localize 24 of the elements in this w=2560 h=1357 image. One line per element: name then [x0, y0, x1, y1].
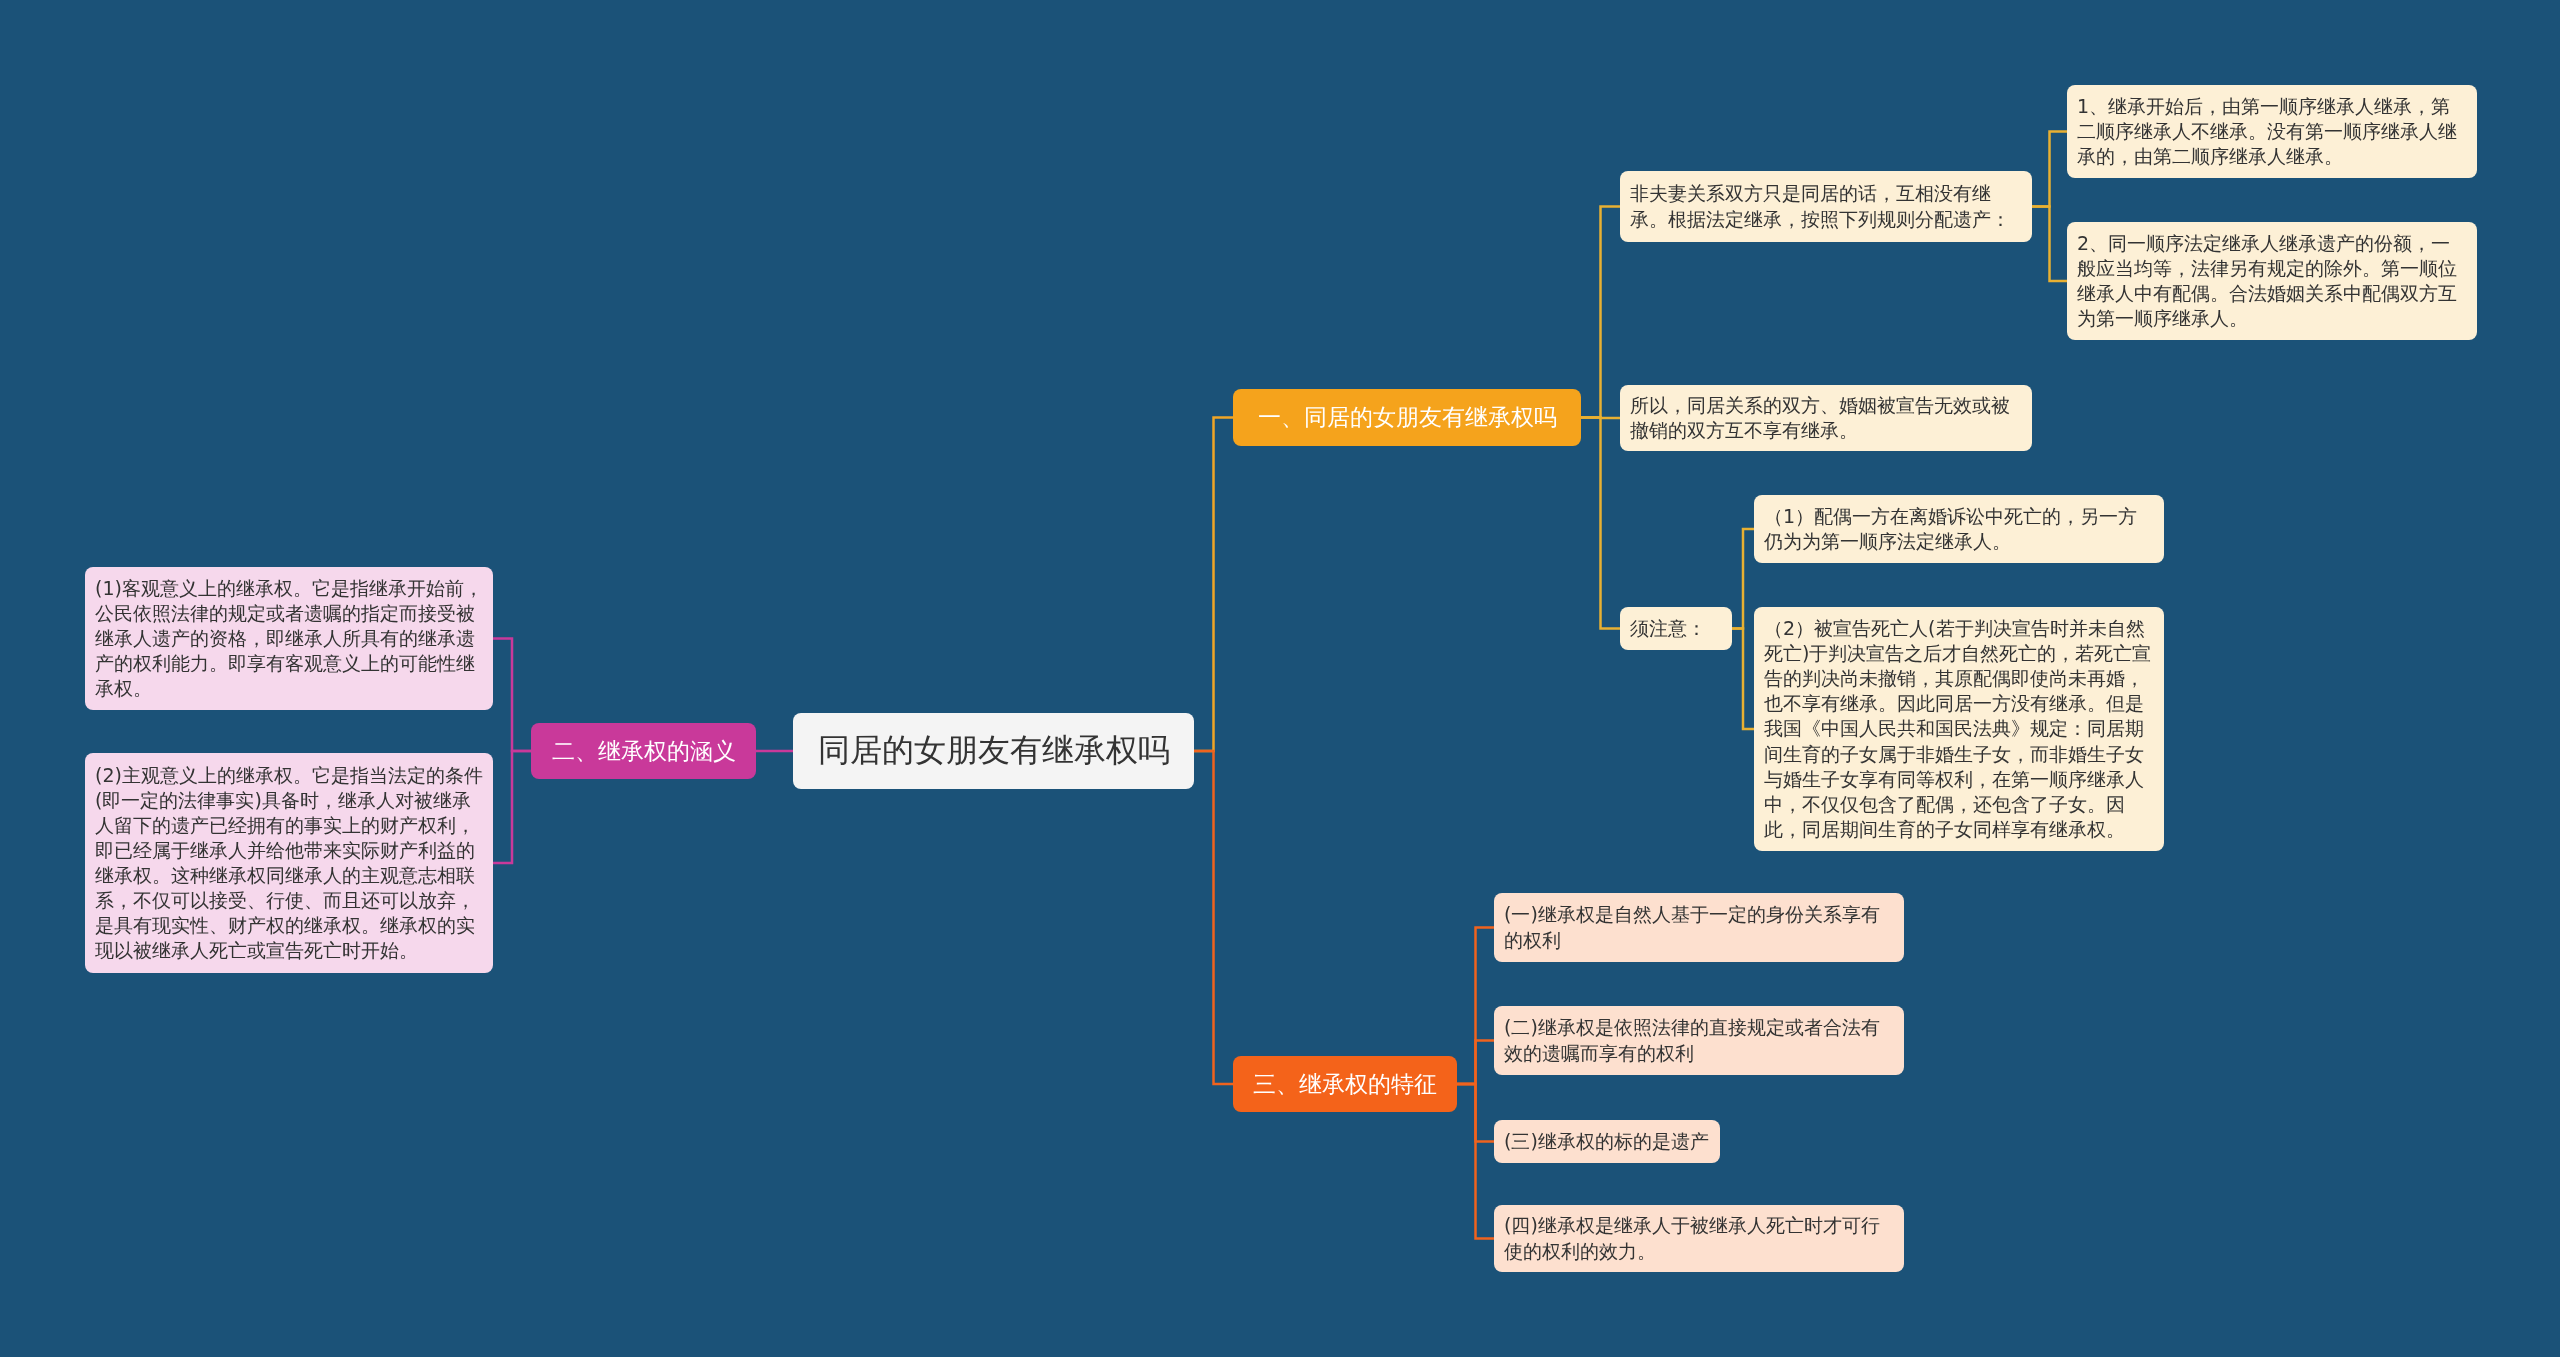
branch-topic: 三、继承权的特征 [1233, 1056, 1457, 1112]
subtopic-card: (四)继承权是继承人于被继承人死亡时才可行使的权利的效力。 [1494, 1205, 1904, 1272]
connector-line [1581, 416, 1620, 630]
connector-line [493, 749, 531, 865]
subtopic-card: (1)客观意义上的继承权。它是指继承开始前，公民依照法律的规定或者遗嘱的指定而接受被继承人遗产的资格，即继承人所具有的继承遗产的权利能力。即享有客观意义上的可能性继承权。 [85, 567, 493, 710]
subtopic-card: (2)主观意义上的继承权。它是指当法定的条件(即一定的法律事实)具备时，继承人对被继承人留下的遗产已经拥有的事实上的财产权利，即已经属于继承人并给他带来实际财产利益的继承权。这种继承权同继承人的主观意志相联系，不仅可以接受、行使、而且还可以放弃，是具有现实性、财产权的继承权。继承权的实现以被继承人死亡或宣告死亡时开始。 [85, 753, 493, 973]
subtopic-card: (三)继承权的标的是遗产 [1494, 1120, 1720, 1163]
branch-topic: 二、继承权的涵义 [531, 723, 756, 779]
subtopic-card: （1）配偶一方在离婚诉讼中死亡的，另一方仍为为第一顺序法定继承人。 [1754, 495, 2164, 563]
connector-line [1457, 1082, 1494, 1240]
branch-topic: 一、同居的女朋友有继承权吗 [1233, 389, 1581, 446]
connector-line [2032, 205, 2067, 283]
subtopic-card: 1、继承开始后，由第一顺序继承人继承，第二顺序继承人不继承。没有第一顺序继承人继承的，由第二顺序继承人继承。 [2067, 85, 2477, 178]
central-topic: 同居的女朋友有继承权吗 [793, 713, 1194, 789]
subtopic-card: 所以，同居关系的双方、婚姻被宣告无效或被撤销的双方互不享有继承。 [1620, 385, 2032, 452]
subtopic-card: （2）被宣告死亡人(若于判决宣告时并未自然死亡)于判决宣告之后才自然死亡的，若死亡宣告的判决尚未撤销，其原配偶即使尚未再婚，也不享有继承。因此同居一方没有继承。但是我国《中国人民共和国民法典》规定：同居期间生育的子女属于非婚生子女，而非婚生子女与婚生子女享有同等权利，在第一顺序继承人中，不仅仅包含了配偶，还包含了子女。因此，同居期间生育的子女同样享有继承权。 [1754, 607, 2164, 851]
connector-line [1194, 749, 1233, 1086]
subtopic-card: 2、同一顺序法定继承人继承遗产的份额，一般应当均等，法律另有规定的除外。第一顺位继承人中有配偶。合法婚姻关系中配偶双方互为第一顺序继承人。 [2067, 222, 2477, 340]
connector-line [756, 749, 793, 753]
subtopic-card: (一)继承权是自然人基于一定的身份关系享有的权利 [1494, 893, 1904, 962]
subtopic-card: (二)继承权是依照法律的直接规定或者合法有效的遗嘱而享有的权利 [1494, 1006, 1904, 1075]
subtopic-card: 非夫妻关系双方只是同居的话，互相没有继承。根据法定继承，按照下列规则分配遗产： [1620, 171, 2032, 242]
connector-line [1732, 627, 1754, 731]
subtopic-card: 须注意： [1620, 607, 1732, 650]
